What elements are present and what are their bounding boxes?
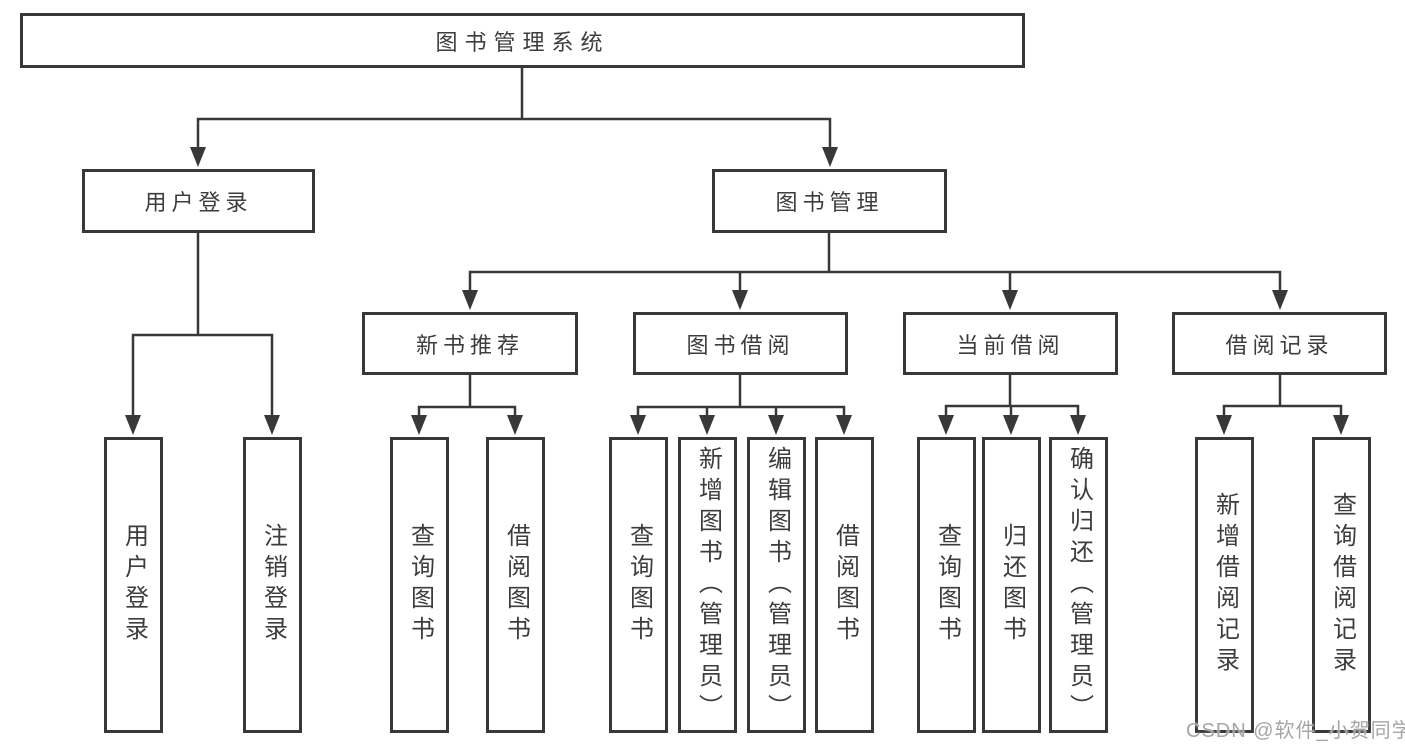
leaf-label: 用户登录 — [120, 523, 148, 647]
leaf-label: 新增借阅记录 — [1211, 492, 1239, 678]
leaf-label: 查询图书 — [625, 523, 653, 647]
connector-lines — [131, 66, 1343, 422]
arrow-down-icon — [699, 415, 715, 435]
arrow-down-icon — [1272, 290, 1288, 310]
leaf-label: 注销登录 — [259, 523, 287, 647]
leaf-edit-books-admin: 编辑图书（管理员） — [747, 437, 806, 733]
node-library-management-system: 图书管理系统 — [20, 13, 1025, 68]
leaf-label: 查询图书 — [933, 523, 961, 647]
arrow-down-icon — [1070, 415, 1086, 435]
node-user-login: 用户登录 — [82, 169, 315, 233]
leaf-query-books-recommendation: 查询图书 — [390, 437, 449, 733]
leaf-label: 查询图书 — [406, 523, 434, 647]
leaf-query-borrow-record: 查询借阅记录 — [1312, 437, 1371, 733]
arrow-down-icon — [190, 147, 206, 167]
leaf-logout: 注销登录 — [243, 437, 302, 733]
arrow-down-icon — [822, 147, 838, 167]
arrow-down-icon — [836, 415, 852, 435]
arrow-down-icon — [507, 415, 523, 435]
leaf-user-login: 用户登录 — [104, 437, 163, 733]
arrow-down-icon — [462, 290, 478, 310]
node-book-management: 图书管理 — [712, 169, 947, 233]
arrow-down-icon — [1002, 290, 1018, 310]
leaf-confirm-return-admin: 确认归还（管理员） — [1049, 437, 1108, 733]
node-current-borrowing: 当前借阅 — [903, 312, 1118, 375]
leaf-query-books-borrowing: 查询图书 — [609, 437, 668, 733]
leaf-label: 新增图书（管理员） — [694, 445, 722, 725]
arrow-down-icon — [1333, 415, 1349, 435]
leaf-label: 归还图书 — [998, 523, 1026, 647]
arrow-down-icon — [1003, 415, 1019, 435]
arrow-down-icon — [1216, 415, 1232, 435]
arrow-down-icon — [125, 415, 141, 435]
leaf-borrow-books-recommendation: 借阅图书 — [486, 437, 545, 733]
leaf-return-books: 归还图书 — [982, 437, 1041, 733]
leaf-borrow-books-borrowing: 借阅图书 — [815, 437, 874, 733]
leaf-add-borrow-record: 新增借阅记录 — [1195, 437, 1254, 733]
arrow-down-icon — [938, 415, 954, 435]
leaf-label: 编辑图书（管理员） — [763, 445, 791, 725]
arrow-down-icon — [411, 415, 427, 435]
node-new-book-recommendation: 新书推荐 — [362, 312, 578, 375]
leaf-label: 确认归还（管理员） — [1065, 445, 1093, 725]
leaf-query-books-current: 查询图书 — [917, 437, 976, 733]
leaf-add-books-admin: 新增图书（管理员） — [678, 437, 737, 733]
arrow-down-icon — [630, 415, 646, 435]
node-borrowing-records: 借阅记录 — [1172, 312, 1387, 375]
watermark-text: CSDN @软件_小贺同学 — [1186, 720, 1405, 742]
arrow-down-icon — [264, 415, 280, 435]
leaf-label: 查询借阅记录 — [1328, 492, 1356, 678]
arrow-down-icon — [732, 290, 748, 310]
leaf-label: 借阅图书 — [831, 523, 859, 647]
leaf-label: 借阅图书 — [502, 523, 530, 647]
node-book-borrowing: 图书借阅 — [633, 312, 848, 375]
arrowheads — [125, 147, 1349, 435]
arrow-down-icon — [768, 415, 784, 435]
